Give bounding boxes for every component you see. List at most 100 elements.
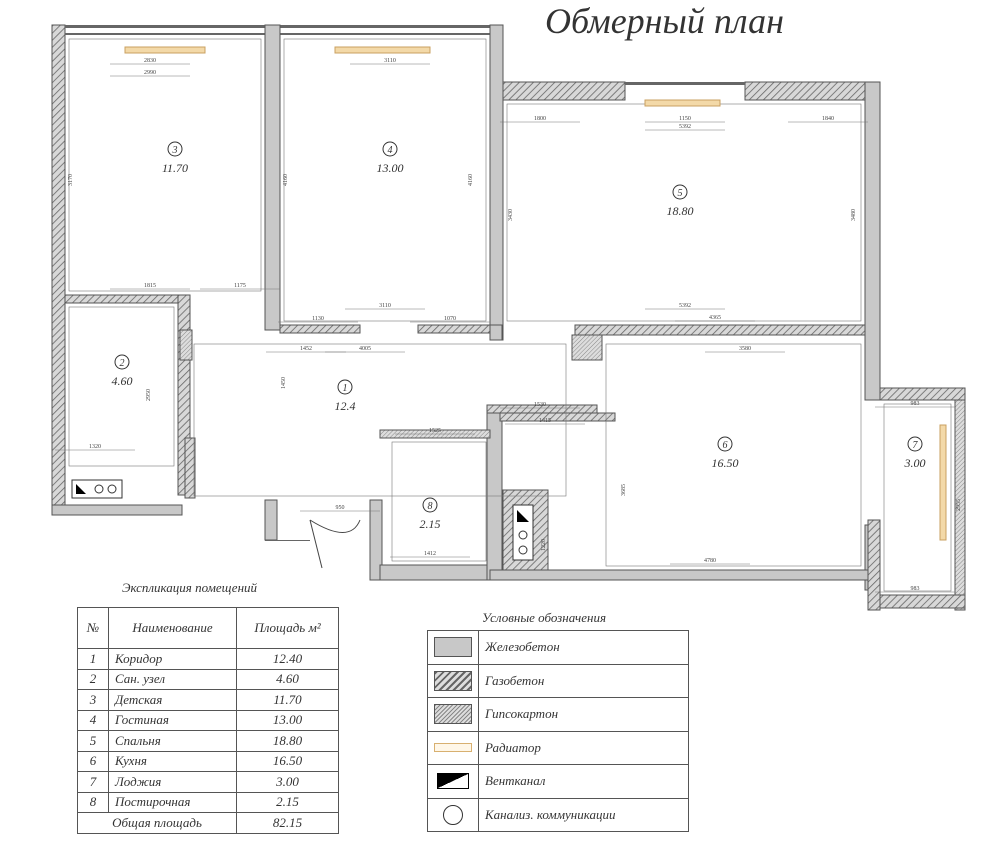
room-number: 8	[428, 501, 433, 512]
room-outline	[391, 441, 487, 562]
legend-label: Гипсокартон	[478, 697, 689, 732]
wall-line	[625, 82, 745, 85]
room-area: 3.00	[904, 456, 926, 470]
entry-door	[309, 519, 361, 569]
cell-name: Коридор	[108, 648, 237, 670]
sewer-icon	[518, 530, 528, 540]
concrete-wall	[264, 499, 278, 541]
dimension-label: 3685	[621, 484, 627, 496]
dimension-label: 1450	[281, 377, 287, 389]
aerated-concrete-wall	[51, 24, 66, 516]
wall-line	[280, 33, 490, 35]
legend-label: Канализ. коммуникации	[478, 797, 689, 832]
reinforced-concrete-swatch	[427, 630, 479, 665]
cell-area: 4.60	[236, 668, 339, 690]
legend-row: Вентканал	[427, 764, 689, 799]
dimension-label: 4005	[359, 346, 371, 352]
aerated-concrete-wall	[279, 324, 361, 334]
room-area: 13.00	[377, 161, 404, 175]
room-outline	[605, 343, 862, 567]
col-header-name: Наименование	[108, 607, 237, 649]
dimension-label: 4160	[468, 174, 474, 186]
cell-num: 8	[77, 791, 109, 813]
dimension-label: 4160	[283, 174, 289, 186]
dimension-label: 2950	[146, 389, 152, 401]
concrete-wall	[489, 24, 504, 341]
aerated-concrete-wall	[499, 412, 616, 422]
cell-num: 1	[77, 648, 109, 670]
wall-line	[265, 540, 310, 541]
room-number: 6	[723, 440, 728, 451]
dimension-label: 1220	[541, 539, 547, 551]
sewer-icon	[94, 484, 104, 494]
aerated-concrete-wall	[184, 437, 196, 499]
explication-caption: Экспликация помещений	[122, 580, 258, 595]
room-number-circle	[672, 184, 688, 200]
drywall-wall	[571, 334, 603, 361]
drywall-wall	[954, 399, 966, 611]
cell-num: 4	[77, 709, 109, 731]
cell-name: Гостиная	[108, 709, 237, 731]
cell-area: 3.00	[236, 771, 339, 793]
room-number: 2	[120, 358, 125, 369]
wall-line	[65, 33, 265, 35]
room-number-circle	[907, 436, 923, 452]
room-outline	[68, 38, 262, 292]
cell-area: 11.70	[236, 689, 339, 711]
aerated-concrete-wall	[879, 387, 966, 401]
col-header-area: Площадь м²	[236, 607, 339, 649]
dimension-label: 1840	[822, 116, 834, 122]
dimension-label: 1415	[539, 418, 551, 424]
dimension-label: 1150	[679, 116, 691, 122]
sewer-icon	[518, 545, 528, 555]
radiator-icon	[334, 46, 431, 54]
legend-label: Железобетон	[478, 630, 689, 665]
dimension-label: 3430	[508, 209, 514, 221]
cell-name: Спальня	[108, 730, 237, 752]
legend-label: Газобетон	[478, 663, 689, 698]
room-number-circle	[717, 436, 733, 452]
legend-label: Вентканал	[478, 764, 689, 799]
vent-duct-icon	[517, 510, 529, 522]
dimension-label: 1070	[444, 316, 456, 322]
legend-row: Канализ. коммуникации	[427, 797, 689, 832]
room-area: 4.60	[112, 374, 133, 388]
dimension-label: 4365	[709, 315, 721, 321]
dimension-label: 1815	[144, 283, 156, 289]
room-area: 18.80	[667, 204, 694, 218]
total-label: Общая площадь	[77, 812, 237, 834]
aerated-concrete-wall	[64, 294, 186, 304]
concrete-wall	[489, 324, 503, 341]
aerated-concrete-wall	[502, 81, 626, 101]
dimension-label: 1800	[534, 116, 546, 122]
room-outline	[883, 403, 952, 592]
room-number: 1	[343, 383, 348, 394]
dimension-label: 2830	[144, 58, 156, 64]
cell-num: 6	[77, 750, 109, 772]
room-number-circle	[382, 141, 398, 157]
room-area: 11.70	[162, 161, 188, 175]
room-number-circle	[422, 497, 438, 513]
legend-row: Железобетон	[427, 630, 689, 665]
cell-num: 2	[77, 668, 109, 690]
cell-name: Кухня	[108, 750, 237, 772]
aerated-concrete-wall	[574, 324, 866, 336]
room-number-circle	[114, 354, 130, 370]
dimension-label: 950	[336, 505, 345, 511]
sewer-icon	[427, 797, 479, 832]
cell-area: 16.50	[236, 750, 339, 772]
cell-num: 7	[77, 771, 109, 793]
concrete-wall	[489, 569, 881, 581]
walls	[51, 24, 966, 611]
cell-name: Постирочная	[108, 791, 237, 813]
room-outline	[68, 306, 175, 467]
room-outline	[283, 38, 487, 322]
cell-name: Детская	[108, 689, 237, 711]
room-number: 5	[678, 188, 683, 199]
